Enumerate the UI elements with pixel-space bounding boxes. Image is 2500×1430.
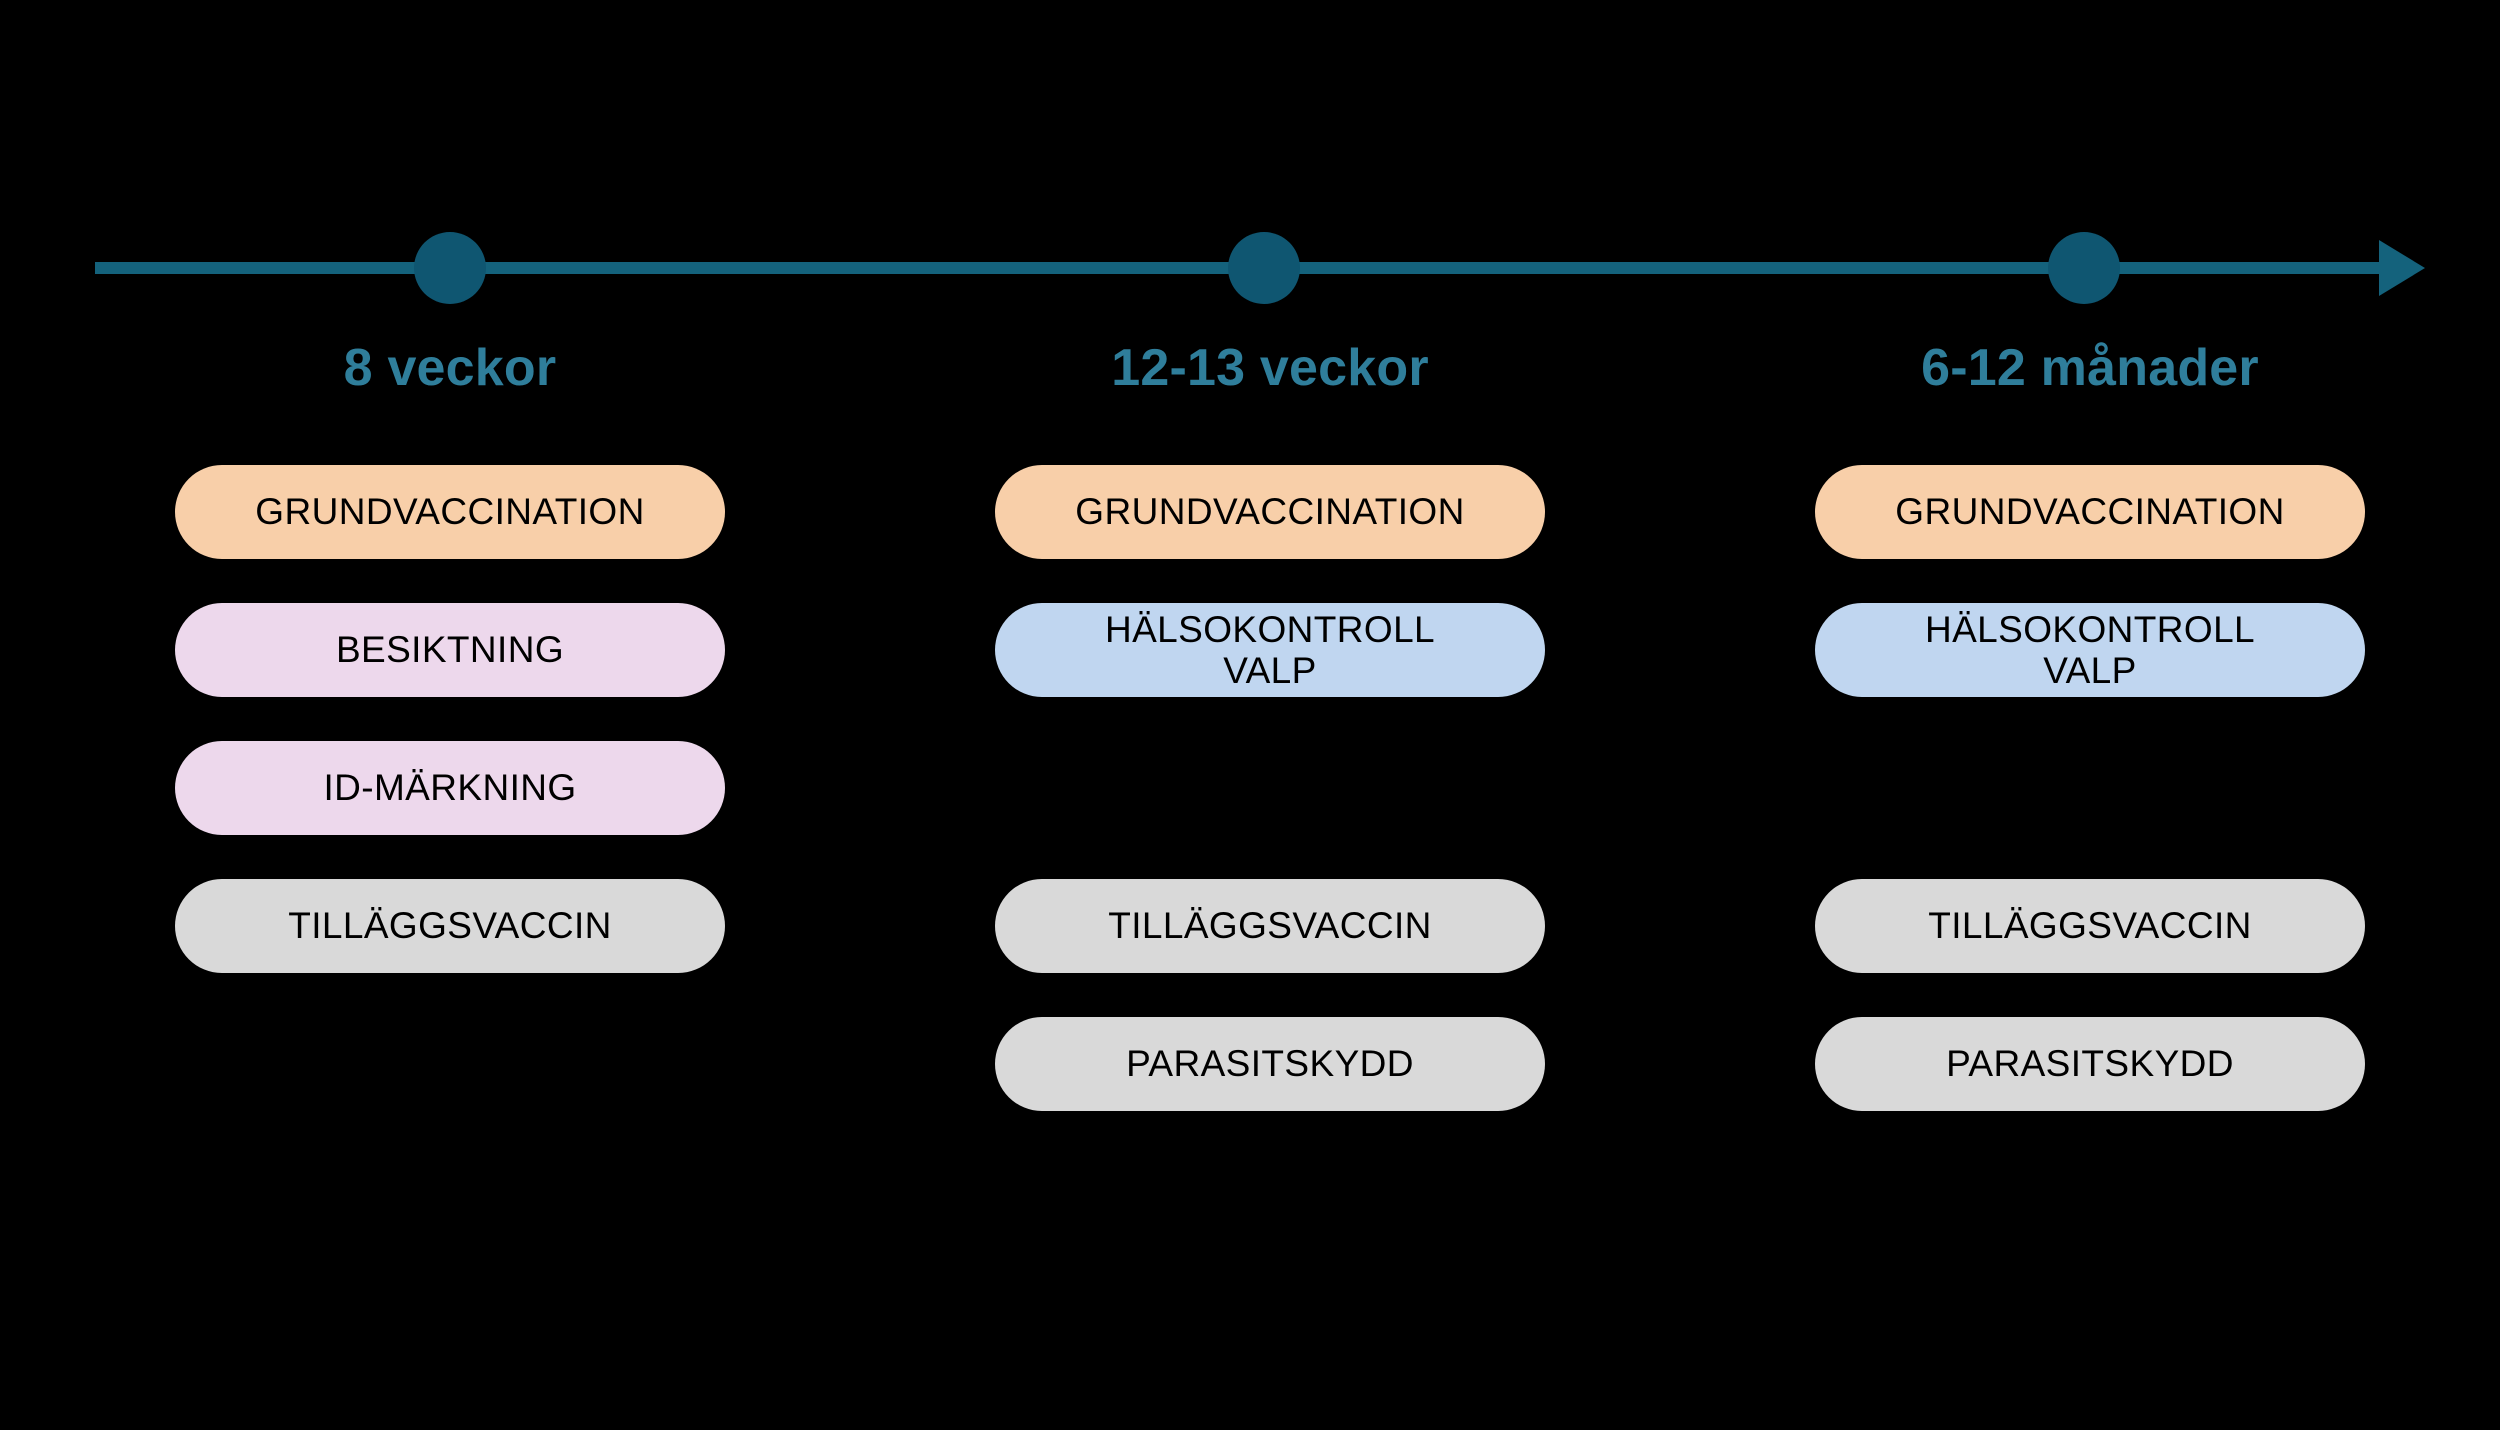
pill-item[interactable]: PARASITSKYDD xyxy=(1815,1017,2365,1111)
pill-stack: GRUNDVACCINATION HÄLSOKONTROLL VALP TILLÄG… xyxy=(995,465,1545,1111)
pill-item[interactable]: HÄLSOKONTROLL VALP xyxy=(1815,603,2365,697)
timeline-arrow-icon xyxy=(2379,240,2425,296)
pill-item[interactable]: BESIKTNING xyxy=(175,603,725,697)
pill-item[interactable]: ID-MÄRKNING xyxy=(175,741,725,835)
pill-stack: GRUNDVACCINATION BESIKTNING ID-MÄRKNING TIL… xyxy=(175,465,725,1111)
pill-item[interactable]: GRUNDVACCINATION xyxy=(995,465,1545,559)
pill-item[interactable]: PARASITSKYDD xyxy=(995,1017,1545,1111)
pill-item[interactable]: TILLÄGGSVACCIN xyxy=(1815,879,2365,973)
pill-item[interactable]: HÄLSOKONTROLL VALP xyxy=(995,603,1545,697)
column-header-1: 8 veckor xyxy=(343,339,557,397)
column-header-3: 6-12 månader xyxy=(1921,339,2259,397)
pill-item[interactable]: GRUNDVACCINATION xyxy=(1815,465,2365,559)
pill-item[interactable]: GRUNDVACCINATION xyxy=(175,465,725,559)
pill-item[interactable]: TILLÄGGSVACCIN xyxy=(995,879,1545,973)
column-header-2: 12-13 veckor xyxy=(1111,339,1429,397)
timeline-milestone-dot-1 xyxy=(414,232,486,304)
timeline-milestone-dot-3 xyxy=(2048,232,2120,304)
pill-stack: GRUNDVACCINATION HÄLSOKONTROLL VALP TILLÄG… xyxy=(1815,465,2365,1111)
timeline-milestone-dot-2 xyxy=(1228,232,1300,304)
pill-item[interactable]: TILLÄGGSVACCIN xyxy=(175,879,725,973)
